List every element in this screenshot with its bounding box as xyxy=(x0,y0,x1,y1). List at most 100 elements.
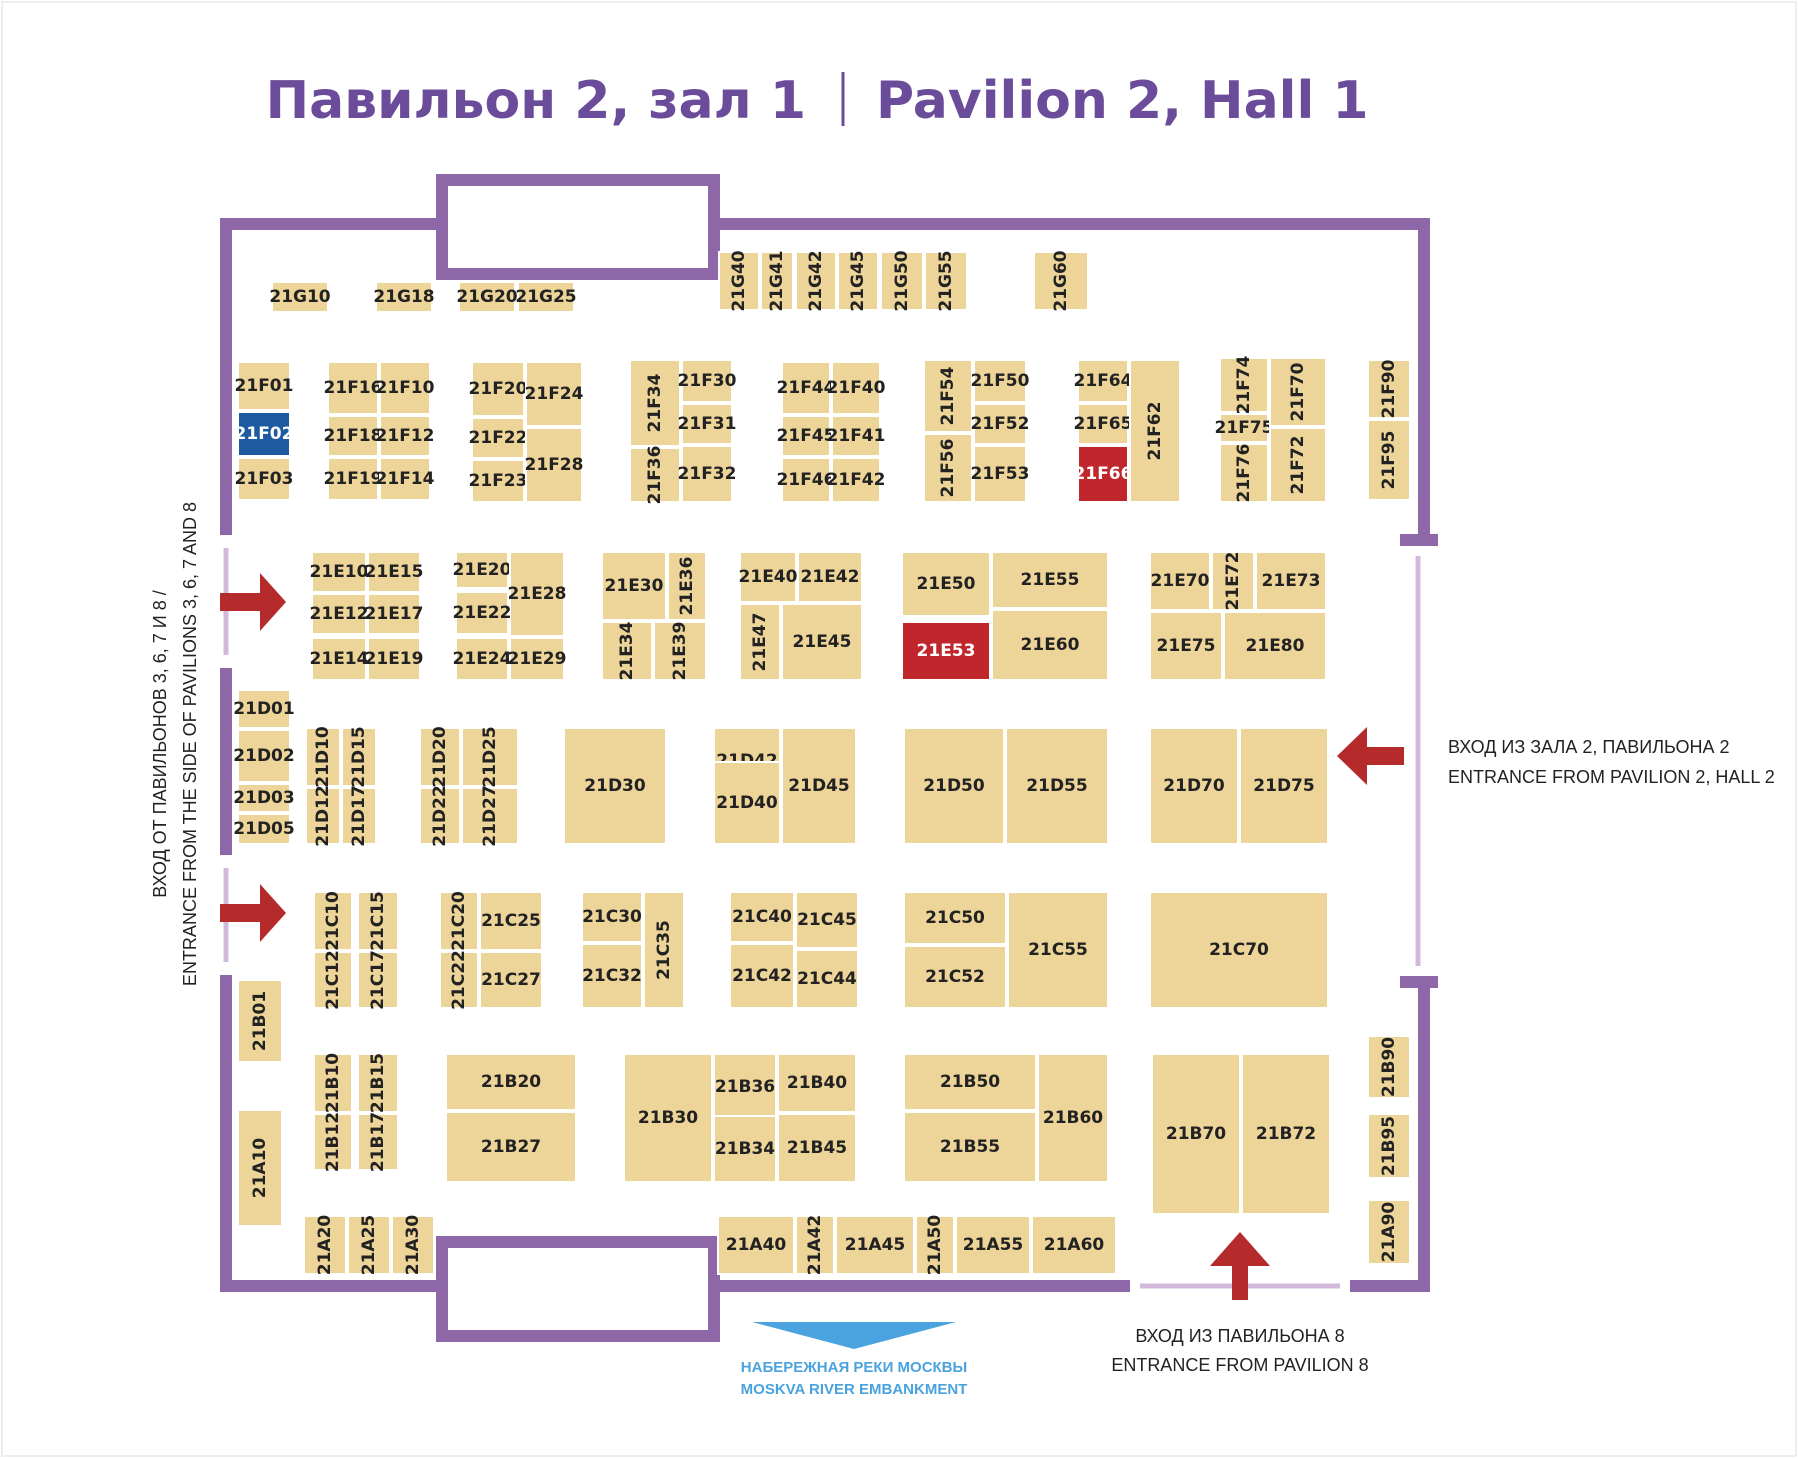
stand-21g45[interactable]: 21G45 xyxy=(837,250,879,312)
stand-21f65[interactable]: 21F65 xyxy=(1074,403,1133,445)
stand-21f12[interactable]: 21F12 xyxy=(376,415,435,457)
stand-21a60[interactable]: 21A60 xyxy=(1031,1215,1117,1275)
stand-21c42[interactable]: 21C42 xyxy=(729,943,795,1009)
stand-21c40[interactable]: 21C40 xyxy=(729,891,795,943)
stand-21e42[interactable]: 21E42 xyxy=(797,551,863,603)
stand-21a45[interactable]: 21A45 xyxy=(835,1215,915,1275)
stand-21a10[interactable]: 21A10 xyxy=(237,1109,283,1227)
stand-21e47[interactable]: 21E47 xyxy=(739,603,781,681)
stand-21f03[interactable]: 21F03 xyxy=(235,457,294,501)
stand-21f10[interactable]: 21F10 xyxy=(376,361,435,415)
stand-21b70[interactable]: 21B70 xyxy=(1151,1053,1241,1215)
stand-21c25[interactable]: 21C25 xyxy=(479,891,543,951)
stand-21b95[interactable]: 21B95 xyxy=(1367,1113,1411,1179)
stand-21a25[interactable]: 21A25 xyxy=(347,1215,391,1275)
stand-21b15[interactable]: 21B15 xyxy=(357,1053,399,1113)
stand-21b40[interactable]: 21B40 xyxy=(777,1053,857,1113)
stand-21b01[interactable]: 21B01 xyxy=(237,979,283,1063)
stand-21f41[interactable]: 21F41 xyxy=(827,415,886,457)
stand-21c70[interactable]: 21C70 xyxy=(1149,891,1329,1009)
stand-21b72[interactable]: 21B72 xyxy=(1241,1053,1331,1215)
stand-21d70[interactable]: 21D70 xyxy=(1149,727,1239,845)
stand-21e29[interactable]: 21E29 xyxy=(508,637,567,681)
stand-21c17[interactable]: 21C17 xyxy=(357,950,399,1010)
stand-21d55[interactable]: 21D55 xyxy=(1005,727,1109,845)
stand-21e45[interactable]: 21E45 xyxy=(781,603,863,681)
stand-21e24[interactable]: 21E24 xyxy=(453,637,512,681)
stand-21e53[interactable]: 21E53 xyxy=(901,621,991,681)
stand-21g42[interactable]: 21G42 xyxy=(795,250,837,312)
stand-21e15[interactable]: 21E15 xyxy=(365,551,424,593)
stand-21c45[interactable]: 21C45 xyxy=(795,891,859,949)
stand-21e75[interactable]: 21E75 xyxy=(1149,611,1223,681)
stand-21f14[interactable]: 21F14 xyxy=(376,457,435,501)
stand-21f90[interactable]: 21F90 xyxy=(1367,359,1411,419)
stand-21e72[interactable]: 21E72 xyxy=(1211,551,1255,611)
stand-21e34[interactable]: 21E34 xyxy=(601,621,653,681)
stand-21d05[interactable]: 21D05 xyxy=(233,813,295,845)
stand-21e40[interactable]: 21E40 xyxy=(739,551,798,603)
stand-21c50[interactable]: 21C50 xyxy=(903,891,1007,945)
stand-21b34[interactable]: 21B34 xyxy=(713,1115,777,1183)
stand-21b45[interactable]: 21B45 xyxy=(777,1113,857,1183)
stand-21f30[interactable]: 21F30 xyxy=(678,359,737,403)
stand-21f16[interactable]: 21F16 xyxy=(324,361,383,415)
stand-21f42[interactable]: 21F42 xyxy=(827,457,886,503)
stand-21g25[interactable]: 21G25 xyxy=(515,281,577,313)
stand-21c12[interactable]: 21C12 xyxy=(313,950,353,1010)
stand-21c55[interactable]: 21C55 xyxy=(1007,891,1109,1009)
stand-21e73[interactable]: 21E73 xyxy=(1255,551,1327,611)
stand-21b36[interactable]: 21B36 xyxy=(713,1053,777,1121)
stand-21e30[interactable]: 21E30 xyxy=(601,551,667,621)
stand-21e50[interactable]: 21E50 xyxy=(901,551,991,617)
stand-21e60[interactable]: 21E60 xyxy=(991,609,1109,681)
stand-21c32[interactable]: 21C32 xyxy=(581,943,643,1009)
stand-21f36[interactable]: 21F36 xyxy=(629,446,681,505)
stand-21f74[interactable]: 21F74 xyxy=(1219,355,1269,414)
stand-21f40[interactable]: 21F40 xyxy=(827,361,886,415)
stand-21g20[interactable]: 21G20 xyxy=(456,281,518,313)
stand-21g10[interactable]: 21G10 xyxy=(269,281,331,313)
stand-21a30[interactable]: 21A30 xyxy=(391,1215,435,1276)
stand-21d45[interactable]: 21D45 xyxy=(781,727,857,845)
stand-21a42[interactable]: 21A42 xyxy=(795,1215,835,1275)
stand-21f31[interactable]: 21F31 xyxy=(678,403,737,445)
stand-21f02[interactable]: 21F02 xyxy=(235,411,294,457)
stand-21d01[interactable]: 21D01 xyxy=(233,689,295,729)
stand-21d17[interactable]: 21D17 xyxy=(341,785,377,847)
stand-21f62[interactable]: 21F62 xyxy=(1129,359,1181,503)
stand-21d03[interactable]: 21D03 xyxy=(233,783,295,813)
stand-21c30[interactable]: 21C30 xyxy=(581,891,643,943)
stand-21f53[interactable]: 21F53 xyxy=(971,445,1030,503)
stand-21b30[interactable]: 21B30 xyxy=(623,1053,713,1183)
stand-21f20[interactable]: 21F20 xyxy=(469,361,528,417)
stand-21b55[interactable]: 21B55 xyxy=(903,1111,1037,1183)
stand-21f34[interactable]: 21F34 xyxy=(629,359,681,447)
stand-21a90[interactable]: 21A90 xyxy=(1367,1199,1411,1265)
stand-21g41[interactable]: 21G41 xyxy=(760,250,794,312)
stand-21d22[interactable]: 21D22 xyxy=(419,785,461,847)
stand-21a55[interactable]: 21A55 xyxy=(955,1215,1031,1275)
stand-21e22[interactable]: 21E22 xyxy=(453,591,512,635)
stand-21e12[interactable]: 21E12 xyxy=(310,593,369,635)
stand-21f44[interactable]: 21F44 xyxy=(777,361,836,415)
stand-21f54[interactable]: 21F54 xyxy=(923,359,973,433)
stand-21g55[interactable]: 21G55 xyxy=(924,250,968,312)
stand-21d50[interactable]: 21D50 xyxy=(903,727,1005,845)
stand-21c22[interactable]: 21C22 xyxy=(439,950,479,1010)
stand-21b17[interactable]: 21B17 xyxy=(357,1112,399,1172)
stand-21a20[interactable]: 21A20 xyxy=(303,1215,347,1276)
stand-21f75[interactable]: 21F75 xyxy=(1215,413,1274,443)
stand-21b12[interactable]: 21B12 xyxy=(313,1112,353,1172)
stand-21d40[interactable]: 21D40 xyxy=(713,761,781,845)
stand-21c15[interactable]: 21C15 xyxy=(357,891,399,951)
stand-21e19[interactable]: 21E19 xyxy=(365,637,424,681)
stand-21e36[interactable]: 21E36 xyxy=(667,551,707,621)
stand-21d27[interactable]: 21D27 xyxy=(461,785,519,847)
stand-21f66[interactable]: 21F66 xyxy=(1074,445,1133,503)
stand-21c20[interactable]: 21C20 xyxy=(439,891,479,951)
stand-21d10[interactable]: 21D10 xyxy=(305,726,341,788)
stand-21f50[interactable]: 21F50 xyxy=(971,359,1030,403)
stand-21d30[interactable]: 21D30 xyxy=(563,727,667,845)
stand-21e20[interactable]: 21E20 xyxy=(453,551,512,589)
